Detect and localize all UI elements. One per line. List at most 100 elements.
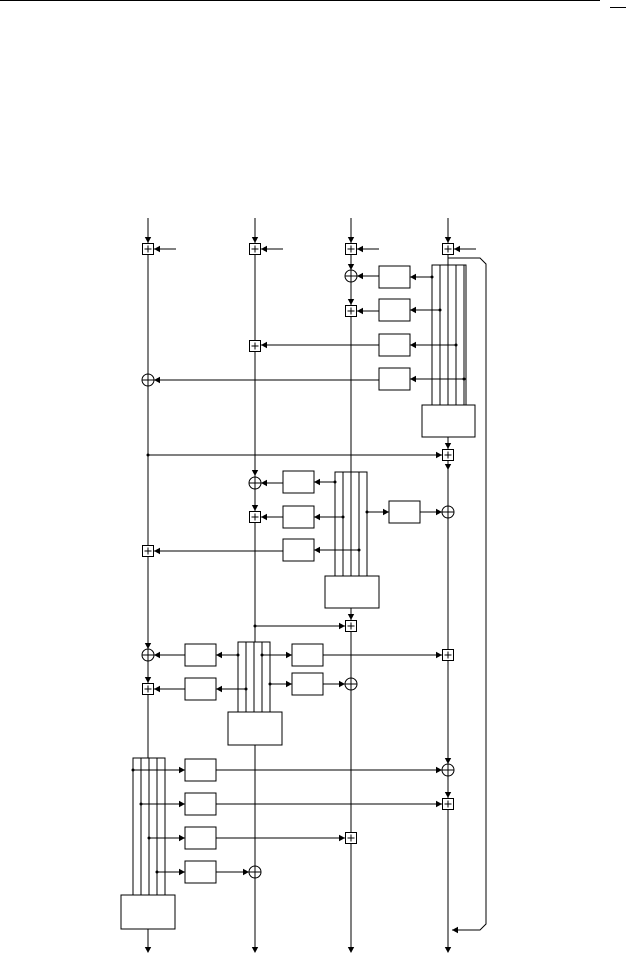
junction-dot (430, 275, 434, 279)
junction-dot (333, 480, 337, 484)
arrowhead (261, 479, 267, 487)
arrowhead (357, 272, 363, 280)
arrowhead (144, 947, 152, 953)
arrowhead (436, 508, 442, 516)
arrowhead (436, 451, 442, 459)
arrowhead (216, 651, 222, 659)
bundle-frame-1 (431, 264, 467, 406)
function-block (388, 500, 421, 524)
arrowhead (144, 677, 152, 683)
arrowhead (154, 376, 160, 384)
junction-dot (454, 343, 458, 347)
arrowhead (339, 834, 345, 842)
function-block (282, 538, 315, 562)
arrowhead (410, 306, 416, 314)
arrowhead (314, 513, 320, 521)
header-tick (610, 7, 626, 8)
arrowhead (154, 245, 160, 253)
arrowhead (410, 341, 416, 349)
junction-dot (268, 682, 272, 686)
junction-dot (357, 548, 361, 552)
arrowhead (339, 622, 345, 630)
round-1-source-block (421, 404, 476, 438)
arrowhead (436, 651, 442, 659)
arrowhead (286, 680, 292, 688)
function-block (184, 677, 217, 701)
arrowhead (444, 464, 452, 470)
arrowhead (251, 237, 259, 243)
arrowhead (452, 926, 458, 934)
arrowhead (410, 375, 416, 383)
junction-dot (147, 836, 151, 840)
function-block (282, 505, 315, 529)
arrowhead (243, 868, 249, 876)
arrowhead (179, 834, 185, 842)
junction-dot (155, 870, 159, 874)
junction-dot (131, 768, 135, 772)
junction-dot (462, 377, 466, 381)
arrowhead (314, 478, 320, 486)
arrowhead (261, 341, 267, 349)
arrowhead (251, 470, 259, 476)
function-block (378, 265, 411, 289)
junction-dot (438, 308, 442, 312)
junction-dot (146, 453, 150, 457)
round-3-source-block (227, 711, 283, 746)
arrowhead (179, 766, 185, 774)
arrowhead (216, 685, 222, 693)
arrowhead (444, 947, 452, 953)
arrowhead (357, 307, 363, 315)
round-4-source-block (120, 894, 176, 930)
arrowhead (154, 547, 160, 555)
function-block (378, 333, 411, 357)
arrowhead (154, 651, 160, 659)
junction-dot (139, 802, 143, 806)
arrowhead (347, 947, 355, 953)
arrowhead (286, 651, 292, 659)
arrowhead (251, 505, 259, 511)
function-block (184, 643, 217, 667)
function-block (291, 672, 324, 696)
arrowhead (347, 614, 355, 620)
arrowhead (436, 800, 442, 808)
wire (452, 257, 487, 931)
function-block (378, 367, 411, 391)
junction-dot (341, 515, 345, 519)
arrowhead (347, 237, 355, 243)
function-block (184, 758, 217, 782)
function-block (184, 792, 217, 816)
arrowhead (410, 273, 416, 281)
function-block (291, 643, 324, 667)
junction-dot (260, 653, 264, 657)
arrowhead (357, 245, 363, 253)
arrowhead (347, 264, 355, 270)
arrowhead (444, 237, 452, 243)
arrowhead (347, 299, 355, 305)
round-2-source-block (324, 575, 380, 609)
function-block (378, 298, 411, 322)
arrowhead (444, 758, 452, 764)
junction-dot (253, 624, 257, 628)
arrowhead (454, 245, 460, 253)
header-rule (0, 0, 600, 1)
junction-dot (236, 653, 240, 657)
arrowhead (383, 508, 389, 516)
arrowhead (251, 947, 259, 953)
arrowhead (339, 680, 345, 688)
function-block (282, 470, 315, 494)
arrowhead (179, 868, 185, 876)
arrowhead (144, 643, 152, 649)
arrowhead (179, 800, 185, 808)
arrowhead (314, 546, 320, 554)
arrowhead (444, 792, 452, 798)
function-block (184, 860, 217, 884)
junction-dot (244, 687, 248, 691)
arrowhead (154, 685, 160, 693)
function-block (184, 826, 217, 850)
junction-dot (365, 510, 369, 514)
arrowhead (444, 443, 452, 449)
arrowhead (261, 245, 267, 253)
arrowhead (436, 766, 442, 774)
